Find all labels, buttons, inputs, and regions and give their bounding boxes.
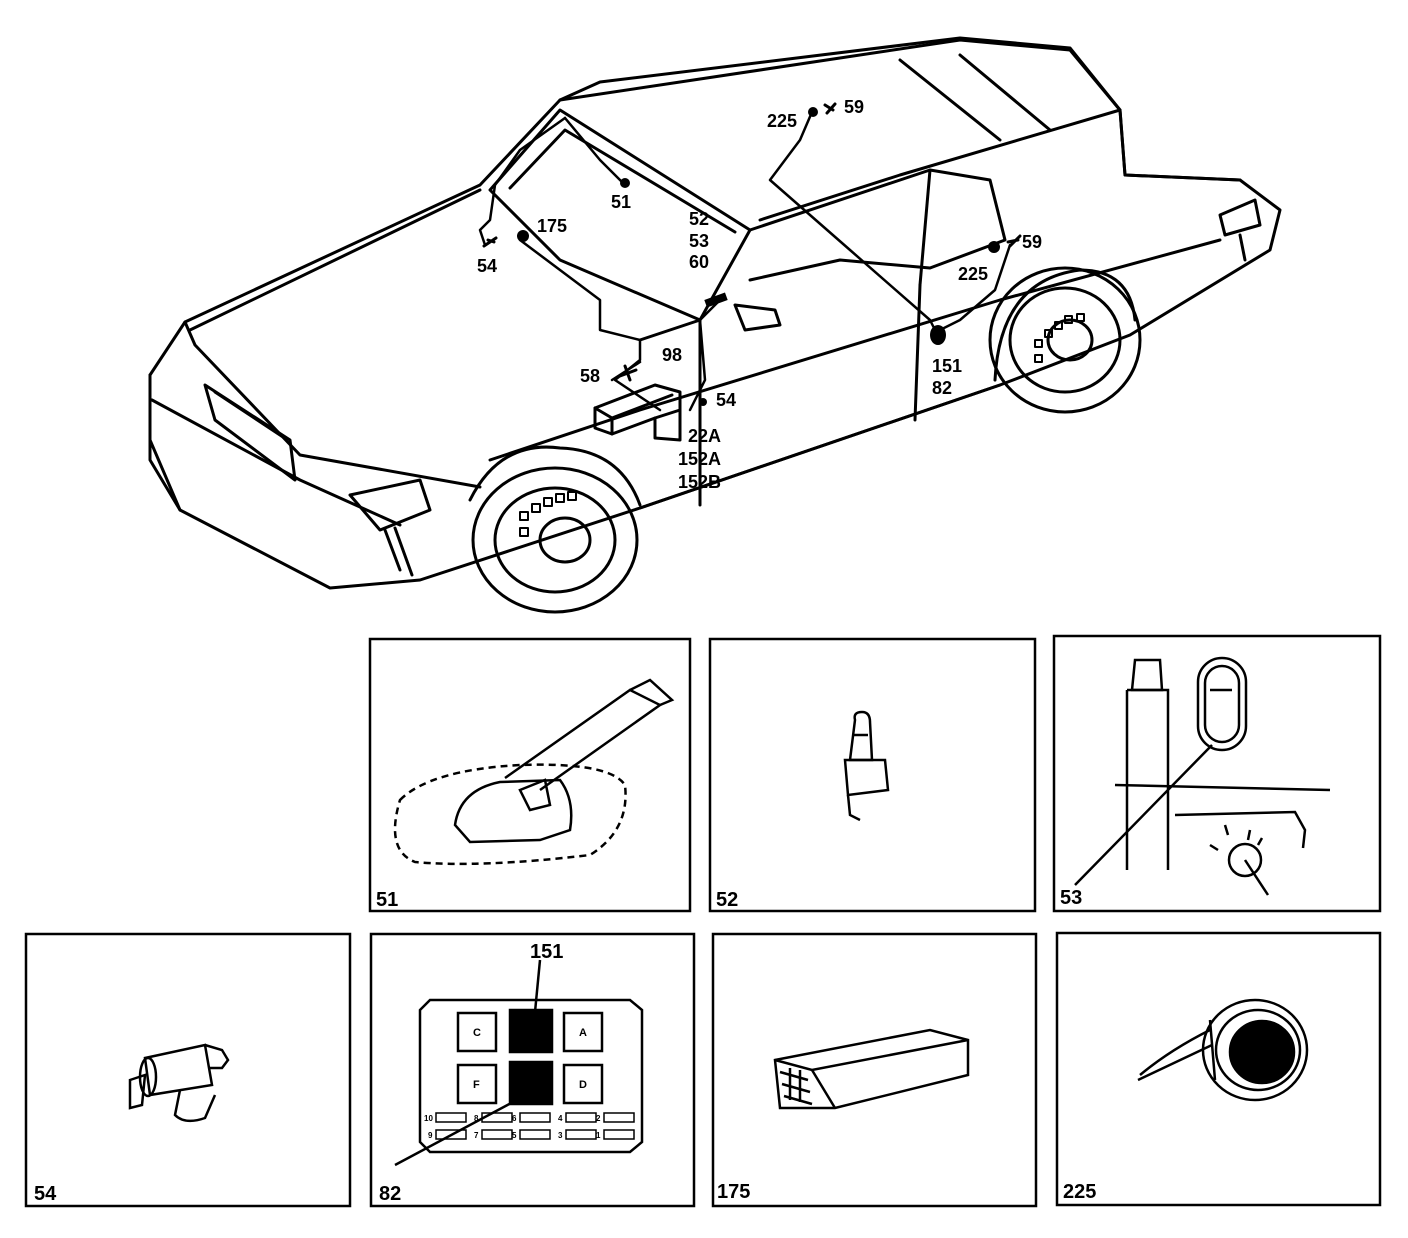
callout-51-mirror: 51 (611, 192, 631, 212)
callout-52: 52 (689, 209, 709, 229)
callout-98: 98 (662, 345, 682, 365)
callout-151: 151 (932, 356, 962, 376)
callout-59-roof: 59 (844, 97, 864, 117)
panel-82-151-label: 151 (530, 941, 563, 963)
fuse-number: 10 (424, 1114, 433, 1123)
callout-22a: 22A (688, 426, 721, 446)
callout-54-door: 54 (716, 390, 736, 410)
panel-54-frame (24, 932, 352, 1208)
relay-a (562, 1011, 604, 1053)
relay-f (456, 1063, 498, 1105)
callout-60: 60 (689, 252, 709, 272)
fuse-number: 8 (474, 1114, 479, 1123)
panel-51: 51 (368, 637, 692, 913)
panel-225: 225 (1055, 931, 1382, 1207)
panel-54-label: 54 (34, 1183, 57, 1205)
panel-52-frame (708, 637, 1037, 913)
panel-52: 52 (708, 637, 1037, 913)
panel-53: 53 (1052, 634, 1382, 913)
fuse-number: 1 (596, 1131, 601, 1140)
relay-82 (508, 1060, 554, 1106)
panel-51-frame (368, 637, 692, 913)
panel-82-frame (369, 932, 696, 1208)
relay-d-label: D (579, 1079, 587, 1091)
callout-53: 53 (689, 231, 709, 251)
fuse-number: 3 (558, 1131, 563, 1140)
panel-54: 54 (24, 932, 352, 1208)
panel-225-label: 225 (1063, 1181, 1096, 1203)
fuse-number: 7 (474, 1131, 479, 1140)
fuse-number: 6 (512, 1114, 517, 1123)
fuse-number: 4 (558, 1114, 563, 1123)
panel-82-label: 82 (379, 1183, 401, 1205)
callout-152a: 152A (678, 449, 721, 469)
relay-f-label: F (473, 1079, 480, 1091)
relay-a-label: A (579, 1027, 587, 1039)
car-illustration (148, 36, 1282, 614)
callout-225-side: 225 (958, 264, 988, 284)
fuse-number: 2 (596, 1114, 601, 1123)
relay-d (562, 1063, 604, 1105)
panel-175-frame (711, 932, 1038, 1208)
callout-175: 175 (537, 216, 567, 236)
callout-59-side: 59 (1022, 232, 1042, 252)
panel-53-label: 53 (1060, 887, 1082, 909)
relay-151 (508, 1008, 554, 1054)
callout-58: 58 (580, 366, 600, 386)
callout-54-front: 54 (477, 256, 497, 276)
panel-175-label: 175 (717, 1181, 750, 1203)
panel-52-label: 52 (716, 889, 738, 911)
panel-82: 82 151 C A F D 10 8 6 4 2 9 7 5 3 1 (369, 932, 696, 1208)
panel-175: 175 (711, 932, 1038, 1208)
callout-225-roof: 225 (767, 111, 797, 131)
fuse-number: 9 (428, 1131, 433, 1140)
relay-c (456, 1011, 498, 1053)
fuse-number: 5 (512, 1131, 517, 1140)
panel-225-frame (1055, 931, 1382, 1207)
panel-51-label: 51 (376, 889, 398, 911)
callout-82: 82 (932, 378, 952, 398)
relay-c-label: C (473, 1027, 481, 1039)
panel-53-frame (1052, 634, 1382, 913)
car-callouts: 225 59 51 175 54 52 53 60 225 59 98 58 5… (477, 97, 1042, 492)
callout-152b: 152B (678, 472, 721, 492)
